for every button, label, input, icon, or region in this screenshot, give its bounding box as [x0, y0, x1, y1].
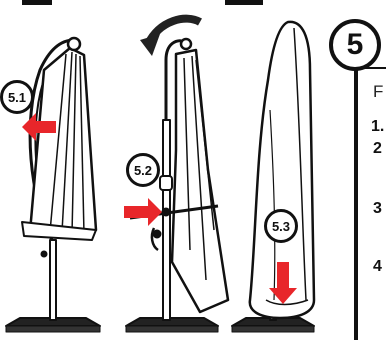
side-item-1: 1.	[371, 118, 384, 136]
badge-5-2: 5.2	[126, 153, 160, 187]
side-intro-text: F	[373, 82, 383, 102]
step-divider	[354, 66, 358, 340]
panel-3-umbrella	[232, 22, 314, 332]
step-number-badge: 5	[329, 19, 381, 71]
panel-2-red-arrow-icon	[124, 198, 162, 226]
badge-5-1-label: 5.1	[8, 90, 26, 105]
badge-5-2-label: 5.2	[134, 163, 152, 178]
side-item-4: 4	[373, 258, 382, 276]
step-number: 5	[347, 28, 364, 62]
panel-2-base-icon	[126, 318, 218, 326]
badge-5-3-label: 5.3	[272, 219, 290, 234]
badge-5-3: 5.3	[264, 209, 298, 243]
badge-5-1: 5.1	[0, 80, 34, 114]
side-item-2: 2	[373, 140, 382, 158]
side-item-3: 3	[373, 200, 382, 218]
